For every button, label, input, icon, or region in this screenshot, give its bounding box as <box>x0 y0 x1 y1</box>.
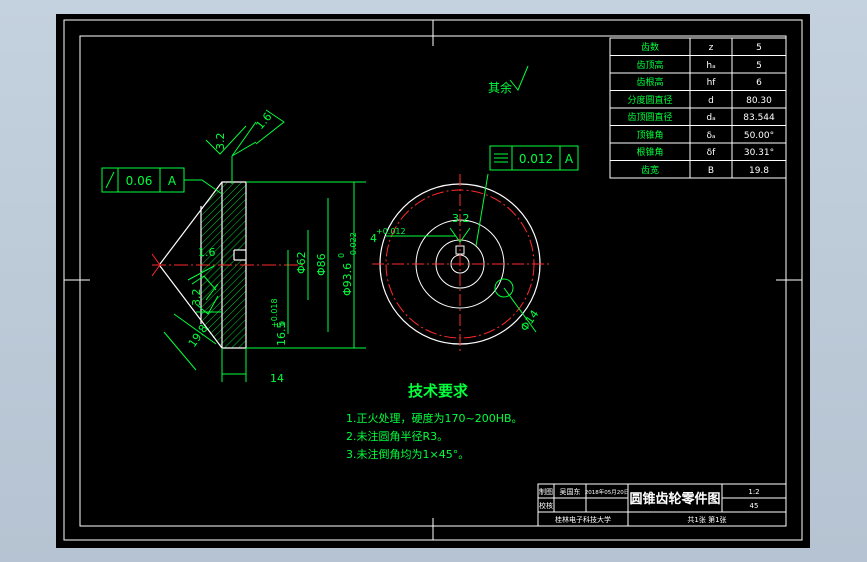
param-symbol: hₐ <box>706 61 715 71</box>
material: 45 <box>750 502 759 510</box>
dim-d93: Φ93.6 <box>341 263 354 296</box>
param-name: 齿根高 <box>636 76 663 88</box>
requirement-item: 1.正火处理，硬度为170~200HB。 <box>346 411 523 425</box>
param-symbol: z <box>709 43 714 53</box>
tolerance-frame-left: 0.06 A <box>101 167 185 193</box>
dim-d86: Φ86 <box>315 253 328 276</box>
dim-len14: 14 <box>270 372 284 385</box>
drawing-scale: 1:2 <box>748 488 759 496</box>
drawing-canvas: 0.06 A 3.2 1.6 1.6 3.2 Φ62 Φ86 Φ93.6 0 -… <box>63 19 803 541</box>
param-symbol: δₐ <box>706 131 715 141</box>
dim-d93-tol-up: 0 <box>337 253 346 258</box>
runout-tolerance-symbol-icon <box>105 171 115 189</box>
drawing-date: 2018年05月20日 <box>585 488 630 496</box>
param-symbol: B <box>708 166 714 176</box>
roughness-other: 其余 <box>488 80 512 95</box>
tolerance-right-value: 0.012 <box>519 152 553 166</box>
dim-d62: Φ62 <box>295 251 308 274</box>
param-value: 5 <box>756 61 762 71</box>
title-block: 制图 吴国东 2018年05月20日 校核 1:2 45 桂林电子科技大学 共1… <box>537 483 787 527</box>
param-name: 齿顶圆直径 <box>627 111 672 123</box>
tolerance-left-datum: A <box>168 174 177 188</box>
dim-bore-tol: +0.018 <box>270 298 279 328</box>
param-symbol: δf <box>707 148 717 158</box>
parameter-table: 齿数 z 5 齿顶高 hₐ 5 齿根高 hf 6 分度圆直径 d 80.30 齿… <box>609 37 787 179</box>
dim-d93-tol-low: -0.022 <box>349 232 358 258</box>
tolerance-right-datum: A <box>565 152 574 166</box>
param-symbol: hf <box>707 78 717 88</box>
param-value: 83.544 <box>743 113 775 123</box>
roughness-mid-1: 1.6 <box>198 246 216 259</box>
param-value: 19.8 <box>749 166 769 176</box>
designer-label: 制图 <box>539 487 553 496</box>
requirement-item: 3.未注倒角均为1×45°。 <box>346 447 469 461</box>
outer-frame <box>63 19 803 541</box>
param-symbol: d <box>708 96 714 106</box>
param-name: 顶锥角 <box>636 129 663 141</box>
flatness-tolerance-symbol-icon <box>494 153 508 163</box>
param-name: 齿数 <box>641 41 659 53</box>
sheet-count: 共1张 第1张 <box>687 515 726 524</box>
designer-name: 吴国东 <box>560 487 581 496</box>
requirement-item: 2.未注圆角半径R3。 <box>346 429 448 443</box>
cad-viewport[interactable]: 0.06 A 3.2 1.6 1.6 3.2 Φ62 Φ86 Φ93.6 0 -… <box>56 14 810 548</box>
param-value: 30.31° <box>744 148 774 158</box>
param-name: 分度圆直径 <box>627 94 672 106</box>
school-name: 桂林电子科技大学 <box>555 515 611 524</box>
param-symbol: dₐ <box>706 113 715 123</box>
side-view <box>372 173 550 354</box>
param-value: 50.00° <box>744 131 774 141</box>
dim-key-width: 4 <box>370 232 377 245</box>
checker-label: 校核 <box>539 501 553 510</box>
surface-roughness-symbol-icon <box>509 65 529 91</box>
param-value: 5 <box>756 43 762 53</box>
param-value: 6 <box>756 78 762 88</box>
tolerance-frame-right: 0.012 A <box>489 145 579 171</box>
technical-requirements: 技术要求 1.正火处理，硬度为170~200HB。 2.未注圆角半径R3。 3.… <box>346 382 523 461</box>
param-name: 根锥角 <box>636 146 663 158</box>
param-name: 齿宽 <box>641 164 659 176</box>
requirements-title: 技术要求 <box>408 382 469 400</box>
dim-bore-tol-2: 0 <box>278 321 287 326</box>
roughness-top-1: 3.2 <box>214 133 227 151</box>
roughness-bore: 3.2 <box>452 212 470 225</box>
tolerance-left-value: 0.06 <box>126 174 153 188</box>
drawing-title: 圆锥齿轮零件图 <box>629 491 720 507</box>
dim-key-tol: +0.012 <box>376 227 406 236</box>
front-view <box>151 109 366 382</box>
param-name: 齿顶高 <box>636 59 663 71</box>
param-value: 80.30 <box>746 96 772 106</box>
dim-bore: 16.5 <box>275 322 288 347</box>
roughness-mid-2: 3.2 <box>190 289 203 307</box>
